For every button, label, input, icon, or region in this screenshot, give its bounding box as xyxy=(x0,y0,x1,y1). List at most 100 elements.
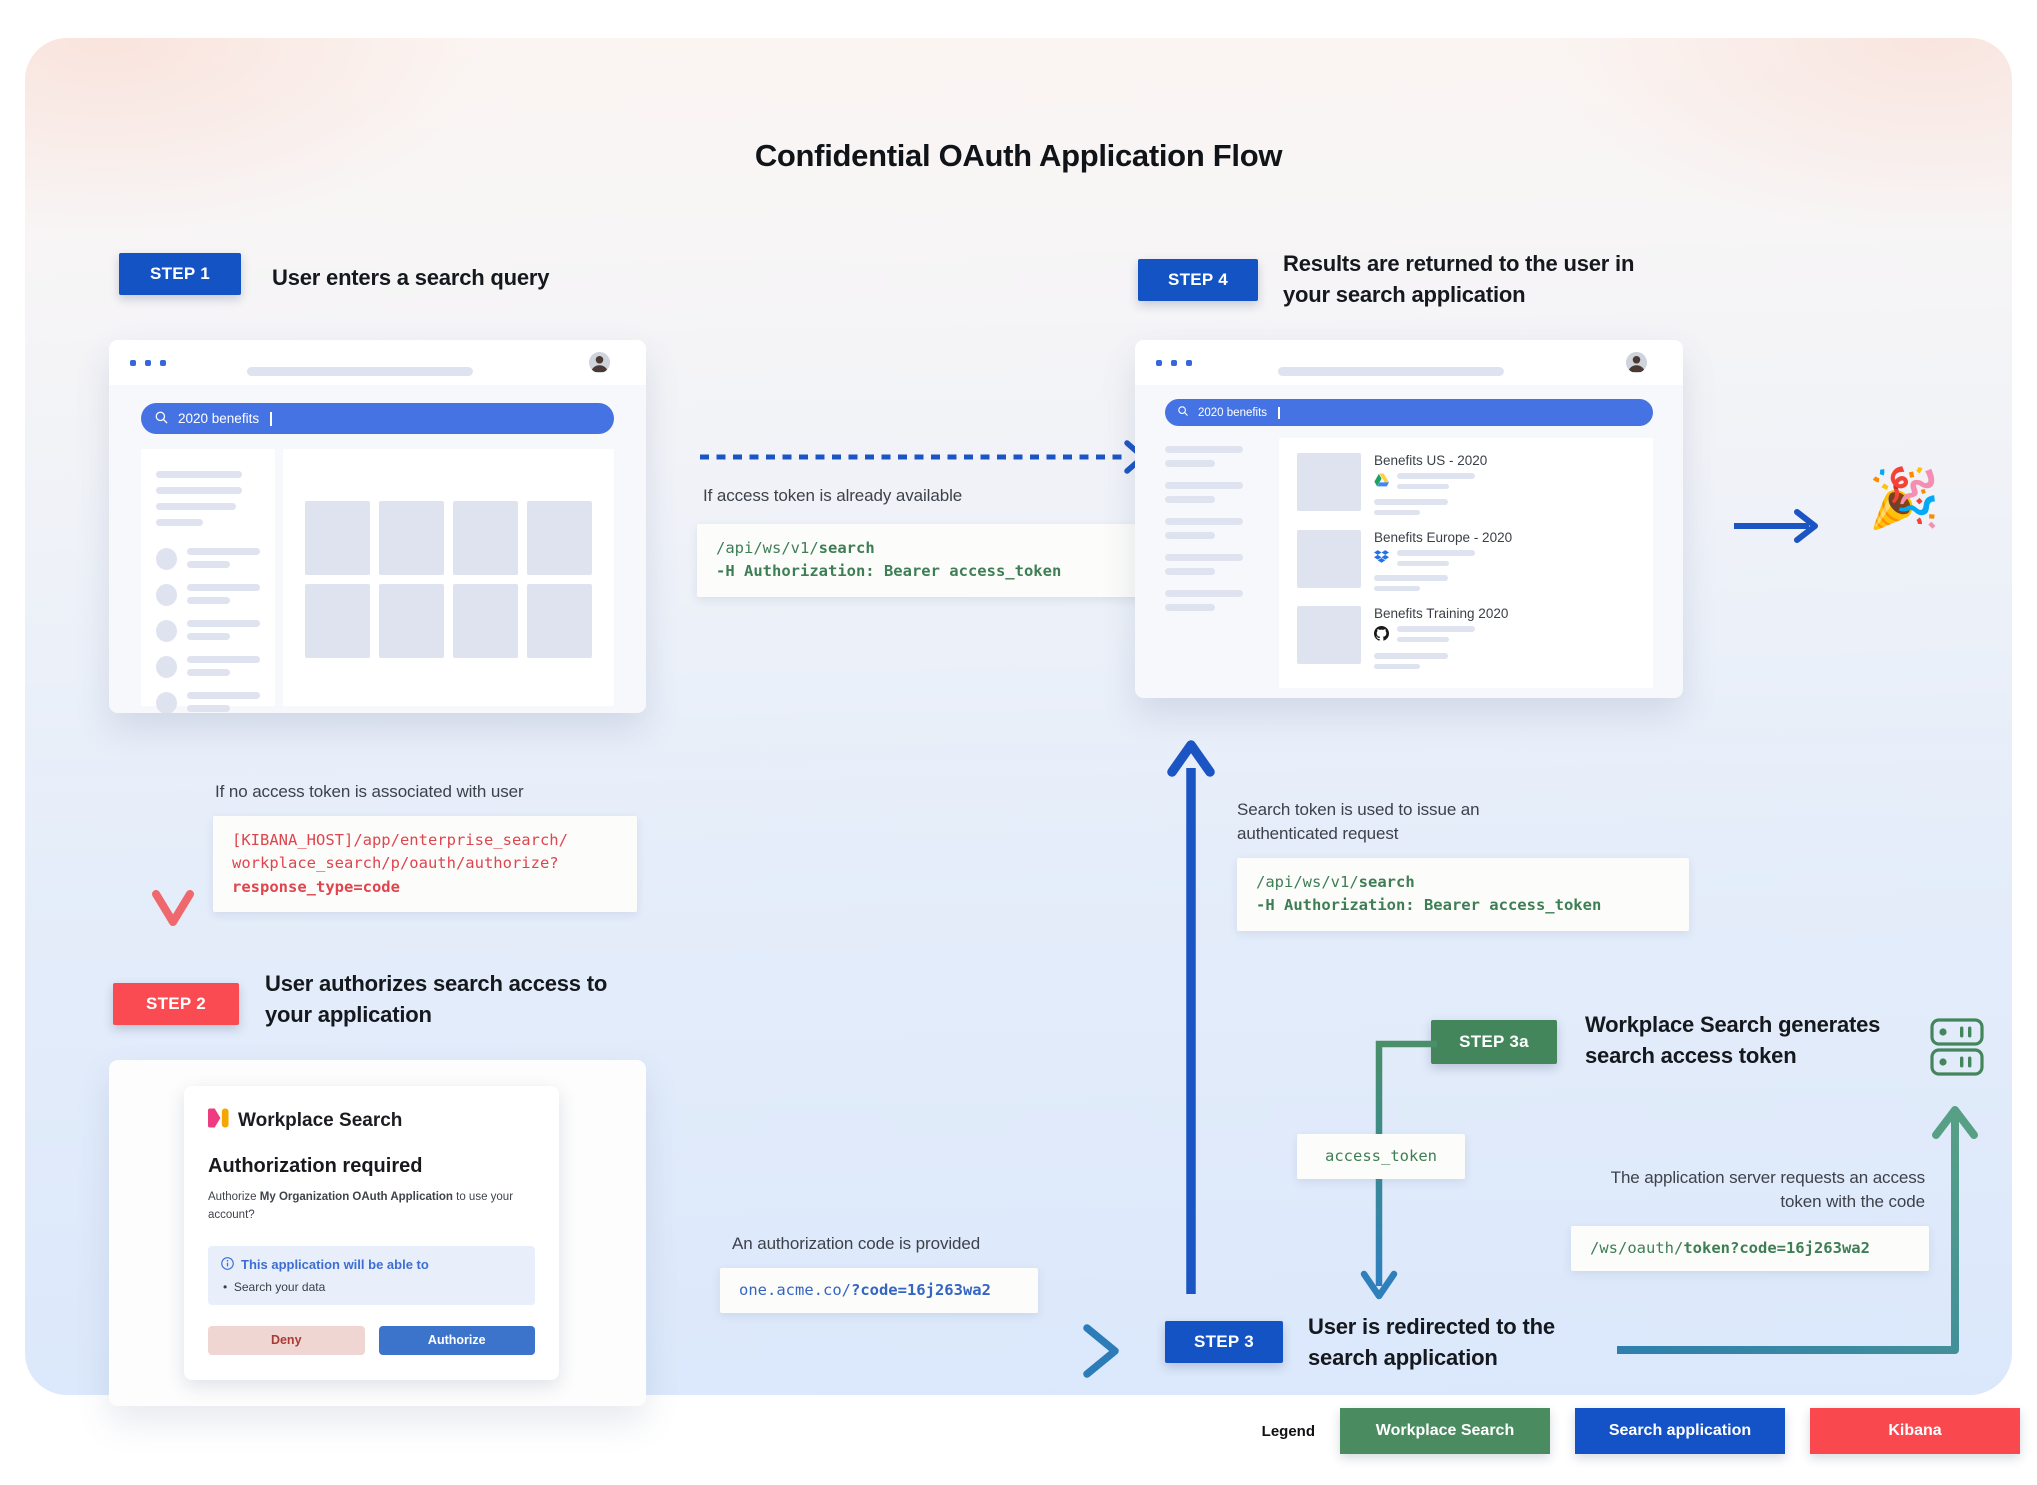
result-tile xyxy=(305,584,370,658)
skeleton-line xyxy=(1397,626,1475,632)
result-row[interactable]: Benefits US - 2020 xyxy=(1297,453,1635,515)
deny-button[interactable]: Deny xyxy=(208,1325,365,1355)
dialog-heading: Authorization required xyxy=(208,1155,423,1177)
step3-heading: User is redirected to the search applica… xyxy=(1308,1314,1555,1370)
step1-heading: User enters a search query xyxy=(272,265,550,290)
arrow-step3-to-step4 xyxy=(1167,740,1215,1294)
skeleton-line xyxy=(1374,585,1420,591)
skeleton-line xyxy=(1397,473,1475,479)
search-app-window-step4: 2020 benefits Benefits U xyxy=(1135,340,1683,698)
search-icon xyxy=(1177,405,1189,420)
skeleton-line xyxy=(187,597,230,604)
skeleton-line xyxy=(1397,483,1449,489)
page-title: Confidential OAuth Application Flow xyxy=(754,138,1283,173)
skeleton-line xyxy=(156,503,236,510)
app-name: Workplace Search xyxy=(238,1110,403,1131)
flow-board: Confidential OAuth Application Flow STEP… xyxy=(25,38,2012,1406)
browser-body: 2020 benefits Benefits U xyxy=(1135,385,1683,698)
note-auth-code: An authorization code is provided xyxy=(732,1234,981,1253)
skeleton-line xyxy=(187,669,230,676)
skeleton-line xyxy=(1165,590,1243,597)
result-tile xyxy=(527,584,592,658)
window-controls xyxy=(130,360,166,366)
note-no-token: If no access token is associated with us… xyxy=(215,782,524,801)
skeleton-line xyxy=(187,548,260,555)
result-row[interactable]: Benefits Training 2020 xyxy=(1297,606,1635,669)
github-icon xyxy=(1374,626,1389,646)
browser-body: 2020 benefits xyxy=(109,385,646,713)
result-tile xyxy=(305,501,370,575)
result-tile xyxy=(453,501,518,575)
step4-badge: STEP 4 xyxy=(1138,259,1258,301)
legend-search-application: Search application xyxy=(1575,1408,1785,1454)
result-tile xyxy=(379,584,444,658)
window-controls xyxy=(1156,360,1192,366)
dashed-arrow-token-available xyxy=(700,440,1146,474)
workplace-search-logo-icon xyxy=(208,1108,229,1134)
result-tile xyxy=(379,501,444,575)
skeleton-line xyxy=(1165,604,1215,611)
skeleton-line xyxy=(187,692,260,699)
avatar xyxy=(589,352,610,373)
result-thumbnail xyxy=(1297,530,1361,588)
result-tile xyxy=(453,584,518,658)
address-bar-placeholder xyxy=(246,367,473,376)
workplace-search-logo-row: Workplace Search xyxy=(208,1108,535,1134)
skeleton-line xyxy=(1397,560,1449,566)
address-bar-placeholder xyxy=(1277,367,1504,376)
dropbox-icon xyxy=(1374,550,1389,568)
skeleton-line xyxy=(1165,518,1243,525)
dialog-body: Authorize My Organization OAuth Applicat… xyxy=(208,1191,514,1222)
result-title: Benefits Europe - 2020 xyxy=(1374,530,1513,545)
authorization-page: Workplace Search Authorization required … xyxy=(109,1060,646,1406)
skeleton-line xyxy=(187,620,260,627)
authorize-button[interactable]: Authorize xyxy=(378,1325,535,1355)
skeleton-line xyxy=(1374,575,1448,581)
step2-badge: STEP 2 xyxy=(113,983,239,1025)
server-icon xyxy=(1930,1018,1984,1081)
code-token-request: /ws/oauth/token?code=16j263wa2 xyxy=(1571,1226,1929,1272)
skeleton-avatar xyxy=(156,656,177,678)
results-list-panel: Benefits US - 2020 xyxy=(1279,438,1653,688)
skeleton-line xyxy=(156,519,203,526)
permission-item: • Search your data xyxy=(223,1279,326,1294)
step3a-badge: STEP 3a xyxy=(1431,1020,1557,1064)
legend: Legend Workplace Search Search applicati… xyxy=(1262,1408,2020,1454)
skeleton-line xyxy=(1165,446,1243,453)
search-query-text: 2020 benefits xyxy=(178,411,260,426)
info-icon xyxy=(221,1256,234,1273)
skeleton-avatar xyxy=(156,584,177,606)
legend-kibana: Kibana xyxy=(1810,1408,2020,1454)
permissions-title: This application will be able to xyxy=(241,1257,429,1273)
result-title: Benefits Training 2020 xyxy=(1374,606,1509,621)
result-thumbnail xyxy=(1297,606,1361,664)
text-cursor xyxy=(270,411,272,426)
result-row[interactable]: Benefits Europe - 2020 xyxy=(1297,530,1635,591)
arrow-step1-to-step2 xyxy=(152,738,194,926)
results-grid-panel xyxy=(283,449,614,706)
step3-badge: STEP 3 xyxy=(1165,1321,1283,1363)
skeleton-line xyxy=(1397,550,1475,556)
step4-heading: Results are returned to the user in your… xyxy=(1283,251,1635,307)
note-search-token: Search token is used to issue an authent… xyxy=(1237,800,1480,843)
legend-workplace-search: Workplace Search xyxy=(1340,1408,1550,1454)
result-tile xyxy=(527,501,592,575)
result-thumbnail xyxy=(1297,453,1361,511)
facets-panel xyxy=(141,449,275,713)
access-token-label: access_token xyxy=(1297,1134,1465,1180)
skeleton-line xyxy=(187,705,230,712)
search-input[interactable]: 2020 benefits xyxy=(141,403,614,434)
browser-chrome xyxy=(109,340,646,385)
skeleton-line xyxy=(1165,532,1215,539)
search-query-text: 2020 benefits xyxy=(1198,406,1268,419)
step2-heading: User authorizes search access to your ap… xyxy=(265,971,608,1027)
facets-skeleton-column xyxy=(1165,438,1261,688)
search-icon xyxy=(154,410,169,428)
arrow-step3a-to-step3 xyxy=(1360,1040,1437,1300)
search-input[interactable]: 2020 benefits xyxy=(1165,399,1653,426)
skeleton-line xyxy=(1374,509,1420,515)
search-app-window-step1: 2020 benefits xyxy=(109,340,646,713)
skeleton-line xyxy=(1374,653,1448,659)
party-popper-emoji: 🎉 xyxy=(1868,466,1941,531)
result-title: Benefits US - 2020 xyxy=(1374,453,1488,468)
